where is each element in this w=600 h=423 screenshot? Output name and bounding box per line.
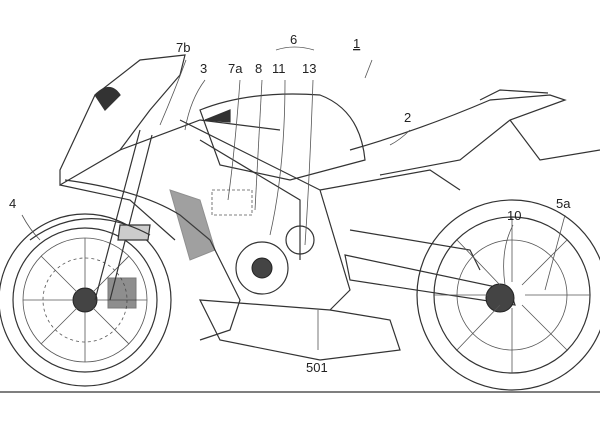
front-fender [29,218,151,241]
label-11: 11 [272,61,286,76]
reference-labels: 7b 3 7a 8 11 13 6 1 2 4 10 5a 501 [9,32,571,375]
label-13: 13 [302,61,316,76]
label-6: 6 [290,32,297,47]
label-4: 4 [9,196,16,211]
rear-wheel [416,199,600,391]
label-10: 10 [507,208,521,223]
label-3: 3 [200,61,207,76]
label-7a: 7a [228,61,243,76]
engine [169,189,401,361]
label-7b: 7b [176,40,190,55]
label-2: 2 [404,110,411,125]
label-501: 501 [306,360,328,375]
swingarm [344,229,516,306]
label-1: 1 [353,36,360,51]
leader-lines [21,46,566,350]
label-5a: 5a [556,196,571,211]
front-wheel [0,213,172,387]
fuel-tank-and-seat [199,89,600,181]
front-fork [94,129,153,301]
label-8: 8 [255,61,262,76]
